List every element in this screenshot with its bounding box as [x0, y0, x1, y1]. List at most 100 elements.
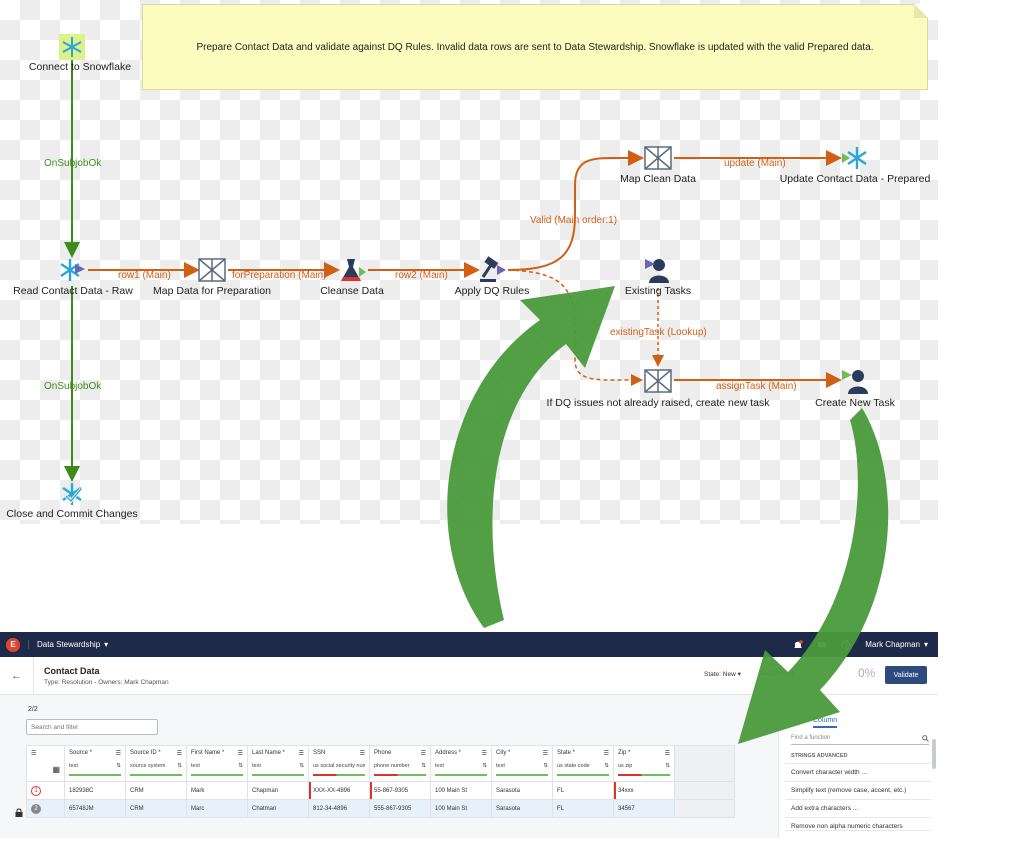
- state-text: State: New: [704, 671, 736, 678]
- tmap-clean-icon[interactable]: [643, 143, 673, 173]
- row2-label: row2 (Main): [395, 270, 448, 281]
- menu-icon[interactable]: ☰: [176, 751, 182, 757]
- validate-button[interactable]: Validate: [885, 666, 927, 684]
- table-cell[interactable]: Sarasota: [491, 799, 553, 818]
- column-header[interactable]: SSN ☰ us social security num: [308, 745, 370, 782]
- snowflake-connection-icon[interactable]: [57, 32, 87, 62]
- table-cell-invalid[interactable]: 55-867-9305: [369, 781, 431, 800]
- column-header[interactable]: State *☰us state code⇅: [552, 745, 614, 782]
- table-row[interactable]: 1 182938C CRM Mark Chapman XXX-XX-4896 5…: [26, 781, 735, 800]
- column-name: Last Name *: [252, 750, 286, 756]
- tmap-prep-icon[interactable]: [197, 255, 227, 285]
- sort-icon[interactable]: ⇅: [116, 763, 121, 769]
- app-switcher[interactable]: Data Stewardship ▾: [28, 640, 108, 649]
- table-cell[interactable]: 812-34-4896: [308, 799, 370, 818]
- columns-icon[interactable]: ▦: [52, 765, 60, 774]
- sort-icon[interactable]: ⇅: [543, 763, 548, 769]
- table-cell[interactable]: 100 Main St: [430, 781, 492, 800]
- table-cell[interactable]: 182938C: [64, 781, 126, 800]
- cleanse-icon[interactable]: [337, 255, 367, 285]
- sort-icon[interactable]: ⇅: [421, 763, 426, 769]
- steward-output-icon[interactable]: [840, 366, 870, 396]
- column-header[interactable]: Source *☰text⇅: [64, 745, 126, 782]
- column-type: us social security num: [313, 763, 365, 769]
- column-header[interactable]: Address *☰text⇅: [430, 745, 492, 782]
- table-cell[interactable]: Sarasota: [491, 781, 553, 800]
- snowflake-commit-icon[interactable]: [57, 479, 87, 509]
- empty-column: [674, 745, 735, 782]
- hamburger-icon[interactable]: ☰: [31, 751, 37, 757]
- state-filter[interactable]: State: New ▾: [704, 671, 741, 678]
- snowflake-output-icon[interactable]: [840, 143, 870, 173]
- sort-icon[interactable]: ⇅: [299, 763, 304, 769]
- function-item[interactable]: Convert character width ...: [785, 763, 931, 781]
- user-menu[interactable]: Mark Chapman ▾: [865, 640, 928, 649]
- column-name: Address *: [435, 750, 462, 756]
- function-item[interactable]: Simplify text (remove case, accent, etc.…: [785, 781, 931, 799]
- table-row[interactable]: 2 65748JM CRM Marc Chatman 812-34-4896 5…: [26, 799, 735, 818]
- menu-icon[interactable]: ☰: [420, 751, 426, 757]
- table-cell[interactable]: 555-867-9305: [369, 799, 431, 818]
- help-icon[interactable]: ?: [841, 640, 851, 650]
- steward-input-icon[interactable]: [643, 255, 673, 285]
- tab-column[interactable]: Column: [813, 717, 838, 728]
- column-header[interactable]: First Name *☰text⇅: [186, 745, 248, 782]
- row-index-cell[interactable]: 2: [26, 799, 65, 818]
- sort-icon[interactable]: ⇅: [238, 763, 243, 769]
- valid-label: Valid (Main order:1): [530, 215, 618, 226]
- bell-icon[interactable]: [793, 639, 804, 650]
- snowflake-input-icon[interactable]: [57, 255, 87, 285]
- grid-menu-cell[interactable]: ☰ ▦: [26, 745, 65, 782]
- job-note[interactable]: Prepare Contact Data and validate agains…: [142, 4, 928, 90]
- function-item[interactable]: Remove non alpha numeric characters: [785, 817, 931, 835]
- function-item[interactable]: [785, 830, 931, 838]
- panel-scrollbar[interactable]: [932, 739, 936, 769]
- sort-icon[interactable]: ⇅: [665, 763, 670, 769]
- table-cell[interactable]: Mark: [186, 781, 248, 800]
- table-cell[interactable]: CRM: [125, 799, 187, 818]
- column-header[interactable]: City *☰text⇅: [491, 745, 553, 782]
- menu-icon[interactable]: ☰: [298, 751, 304, 757]
- table-cell-invalid[interactable]: XXX-XX-4896: [308, 781, 370, 800]
- menu-icon[interactable]: ☰: [481, 751, 487, 757]
- chat-icon[interactable]: [817, 640, 827, 650]
- lock-icon[interactable]: [15, 808, 23, 817]
- menu-icon[interactable]: ☰: [237, 751, 243, 757]
- menu-icon[interactable]: ☰: [359, 751, 365, 757]
- column-header[interactable]: Source ID *☰source system⇅: [125, 745, 187, 782]
- empty-cell: [674, 799, 735, 818]
- gavel-icon[interactable]: [477, 255, 507, 285]
- column-name: SSN: [313, 750, 326, 756]
- back-arrow-icon[interactable]: ←: [0, 656, 34, 695]
- job-designer-canvas[interactable]: Prepare Contact Data and validate agains…: [0, 0, 938, 524]
- column-name: Phone: [374, 750, 392, 756]
- function-search-input[interactable]: Find a function: [791, 733, 929, 745]
- table-cell[interactable]: 65748JM: [64, 799, 126, 818]
- menu-icon[interactable]: ☰: [664, 751, 670, 757]
- table-cell[interactable]: CRM: [125, 781, 187, 800]
- table-cell[interactable]: FL: [552, 799, 614, 818]
- menu-icon[interactable]: ☰: [115, 751, 121, 757]
- table-cell[interactable]: 34567: [613, 799, 675, 818]
- sort-icon[interactable]: ⇅: [604, 763, 609, 769]
- column-header[interactable]: Last Name *☰text⇅: [247, 745, 309, 782]
- table-cell[interactable]: FL: [552, 781, 614, 800]
- sort-icon[interactable]: ⇅: [482, 763, 487, 769]
- table-cell-invalid[interactable]: 34xxx: [613, 781, 675, 800]
- sort-icon[interactable]: ⇅: [177, 763, 182, 769]
- table-cell[interactable]: Chapman: [247, 781, 309, 800]
- table-cell[interactable]: 100 Main St: [430, 799, 492, 818]
- table-cell[interactable]: Chatman: [247, 799, 309, 818]
- function-item[interactable]: Add extra characters ...: [785, 799, 931, 817]
- talend-logo[interactable]: E: [6, 637, 20, 652]
- column-header[interactable]: Phone☰phone number⇅: [369, 745, 431, 782]
- assigned-filter[interactable]: Assigned to: [760, 670, 794, 677]
- menu-icon[interactable]: ☰: [542, 751, 548, 757]
- valid-link[interactable]: [507, 150, 644, 271]
- search-filter-input[interactable]: [26, 719, 158, 735]
- menu-icon[interactable]: ☰: [603, 751, 609, 757]
- row-index-cell[interactable]: 1: [26, 781, 65, 800]
- tmap-dq-icon[interactable]: [643, 366, 673, 396]
- column-header[interactable]: Zip *☰us zip⇅: [613, 745, 675, 782]
- table-cell[interactable]: Marc: [186, 799, 248, 818]
